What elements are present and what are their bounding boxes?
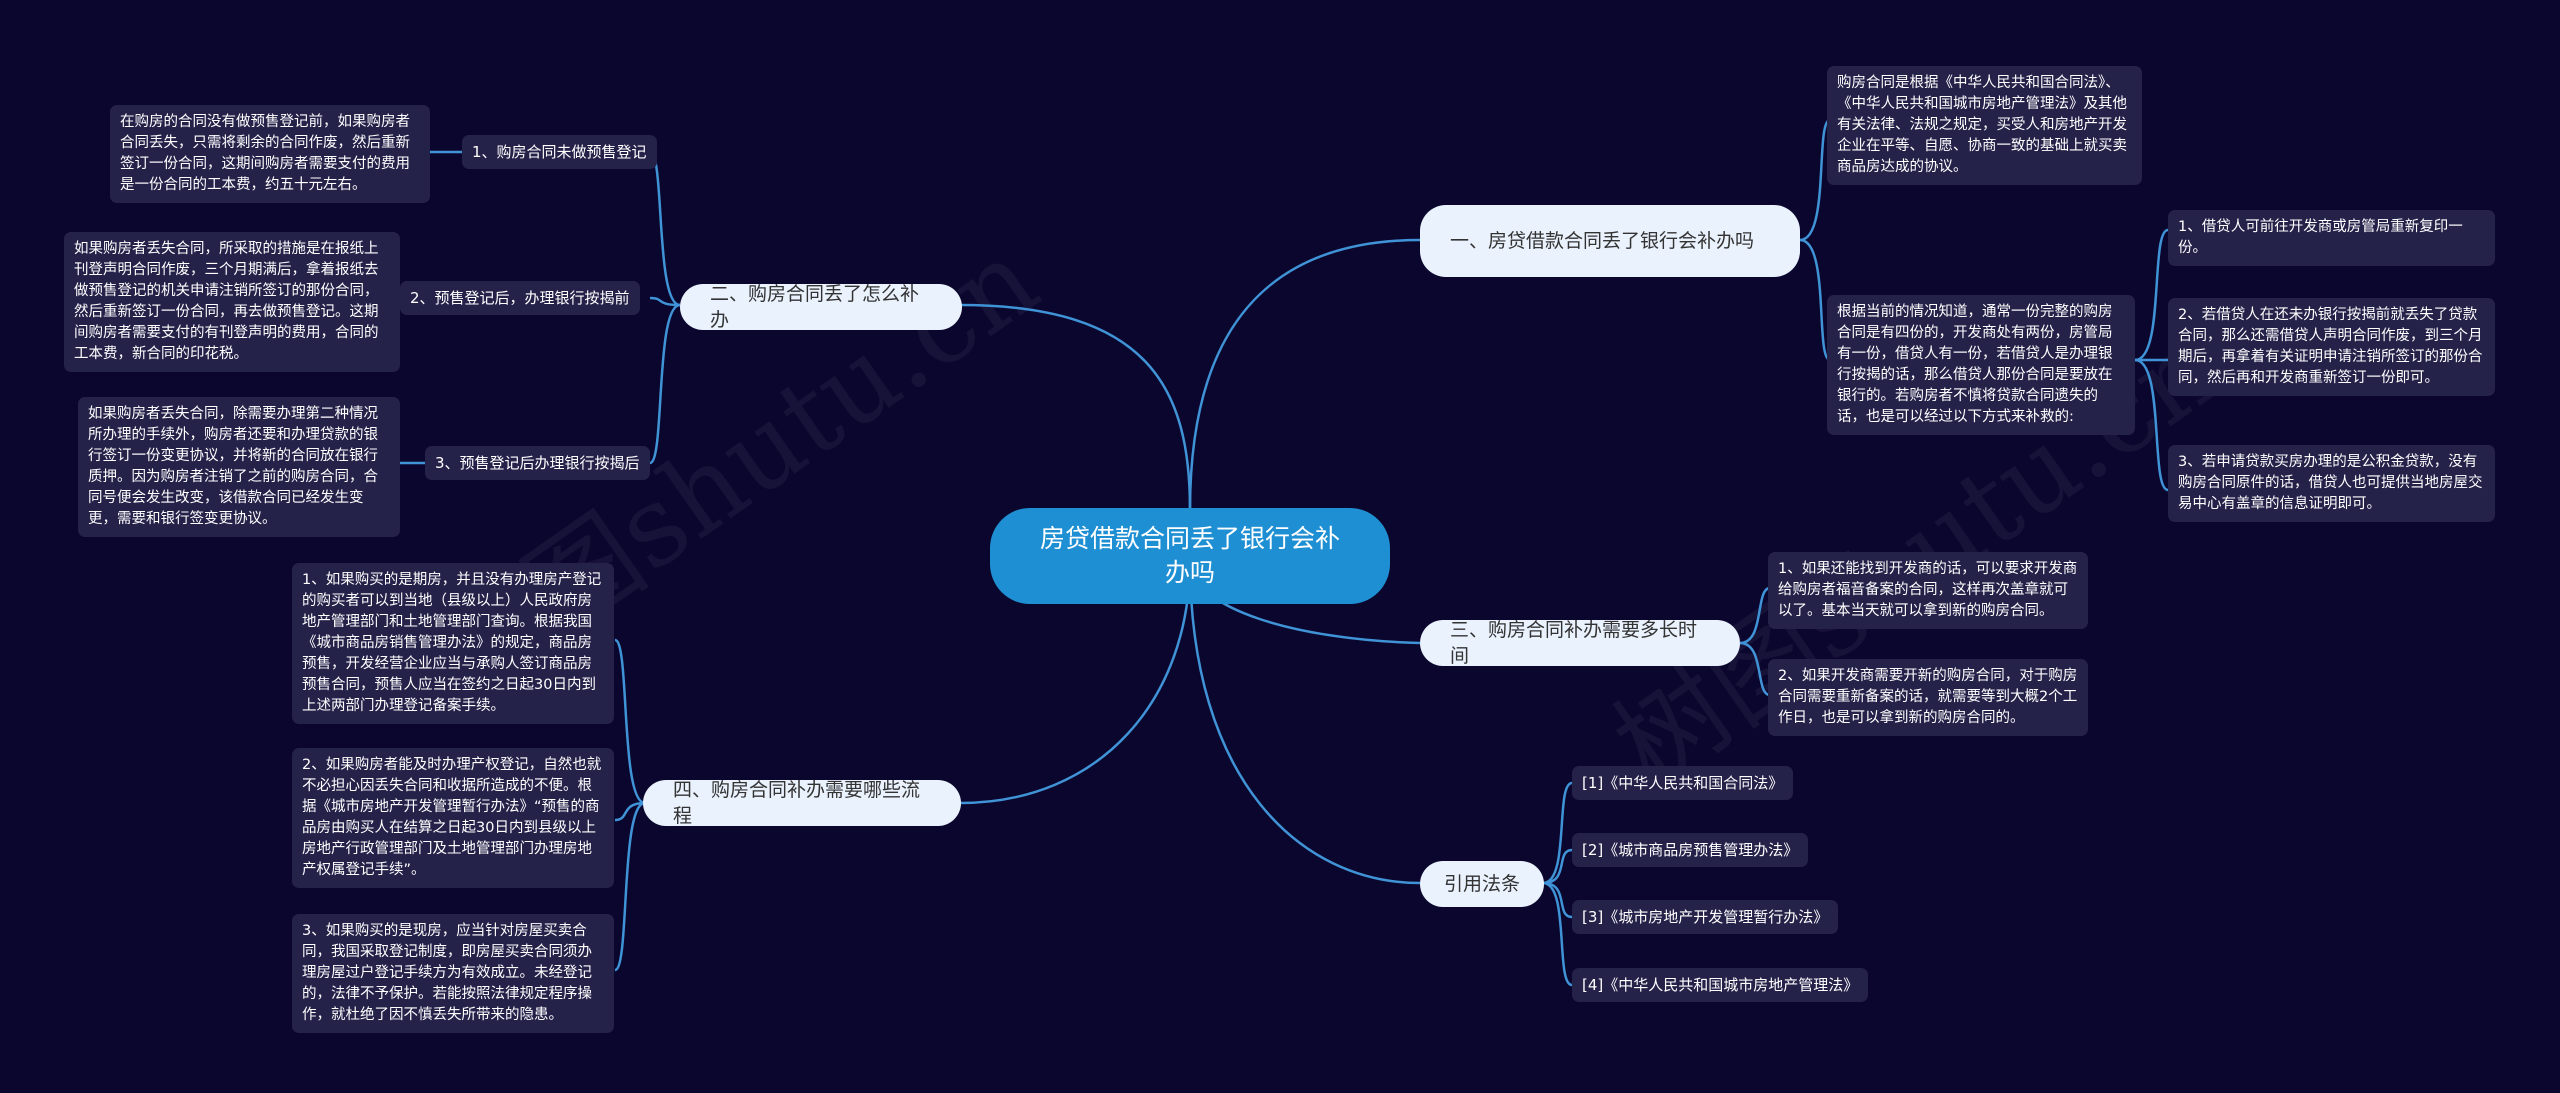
leaf-text: 购房合同是根据《中华人民共和国合同法》、《中华人民共和国城市房地产管理法》及其他…	[1837, 75, 2127, 175]
leaf-text: 2、如果购房者能及时办理产权登记，自然也就不必担心因丢失合同和收据所造成的不便。…	[302, 757, 602, 878]
branch-node-4[interactable]: 四、购房合同补办需要哪些流程	[643, 779, 961, 827]
citation-text: [1]《中华人民共和国合同法》	[1582, 774, 1784, 792]
citation-item[interactable]: [2]《城市商品房预售管理办法》	[1572, 833, 1809, 867]
sub-topic-label: 2、预售登记后，办理银行按揭前	[410, 289, 630, 307]
root-topic-label: 房贷借款合同丢了银行会补办吗	[1039, 524, 1340, 587]
leaf-text: 如果购房者丢失合同，除需要办理第二种情况所办理的手续外，购房者还要和办理贷款的银…	[88, 406, 378, 527]
leaf-text: 3、若申请贷款买房办理的是公积金贷款，没有购房合同原件的话，借贷人也可提供当地房…	[2178, 454, 2483, 512]
citation-item[interactable]: [3]《城市房地产开发管理暂行办法》	[1572, 900, 1839, 934]
leaf-text: 在购房的合同没有做预售登记前，如果购房者合同丢失，只需将剩余的合同作废，然后重新…	[120, 114, 410, 193]
branch-node-3[interactable]: 三、购房合同补办需要多长时间	[1420, 619, 1740, 667]
leaf-card[interactable]: 1、借贷人可前往开发商或房管局重新复印一份。	[2168, 210, 2495, 266]
leaf-card[interactable]: 3、如果购买的是现房，应当针对房屋买卖合同，我国采取登记制度，即房屋买卖合同须办…	[292, 914, 614, 1033]
branch-label: 三、购房合同补办需要多长时间	[1450, 619, 1698, 667]
leaf-card[interactable]: 如果购房者丢失合同，除需要办理第二种情况所办理的手续外，购房者还要和办理贷款的银…	[78, 397, 400, 537]
leaf-text: 1、如果还能找到开发商的话，可以要求开发商给购房者福音备案的合同，这样再次盖章就…	[1778, 561, 2078, 619]
leaf-card[interactable]: 3、若申请贷款买房办理的是公积金贷款，没有购房合同原件的话，借贷人也可提供当地房…	[2168, 445, 2495, 522]
leaf-card[interactable]: 如果购房者丢失合同，所采取的措施是在报纸上刊登声明合同作废，三个月期满后，拿着报…	[64, 232, 400, 372]
branch-node-2[interactable]: 二、购房合同丢了怎么补办	[680, 283, 962, 331]
leaf-card[interactable]: 在购房的合同没有做预售登记前，如果购房者合同丢失，只需将剩余的合同作废，然后重新…	[110, 105, 430, 203]
leaf-text: 3、如果购买的是现房，应当针对房屋买卖合同，我国采取登记制度，即房屋买卖合同须办…	[302, 923, 592, 1023]
citation-item[interactable]: [4]《中华人民共和国城市房地产管理法》	[1572, 968, 1869, 1002]
leaf-text: 2、如果开发商需要开新的购房合同，对于购房合同需要重新备案的话，就需要等到大概2…	[1778, 668, 2078, 726]
branch-node-citations[interactable]: 引用法条	[1420, 861, 1544, 907]
branch-label: 一、房贷借款合同丢了银行会补办吗	[1450, 230, 1755, 252]
leaf-card[interactable]: 2、如果开发商需要开新的购房合同，对于购房合同需要重新备案的话，就需要等到大概2…	[1768, 659, 2088, 736]
branch-label: 二、购房合同丢了怎么补办	[710, 283, 920, 331]
leaf-text: 1、如果购买的是期房，并且没有办理房产登记的购买者可以到当地（县级以上）人民政府…	[302, 572, 602, 714]
sub-topic[interactable]: 2、预售登记后，办理银行按揭前	[400, 281, 640, 315]
sub-topic-label: 3、预售登记后办理银行按揭后	[435, 454, 640, 472]
sub-topic[interactable]: 3、预售登记后办理银行按揭后	[425, 446, 650, 480]
citation-text: [2]《城市商品房预售管理办法》	[1582, 841, 1799, 859]
leaf-card[interactable]: 根据当前的情况知道，通常一份完整的购房合同是有四份的，开发商处有两份，房管局有一…	[1827, 295, 2135, 435]
citation-text: [3]《城市房地产开发管理暂行办法》	[1582, 908, 1829, 926]
leaf-card[interactable]: 购房合同是根据《中华人民共和国合同法》、《中华人民共和国城市房地产管理法》及其他…	[1827, 66, 2142, 185]
leaf-card[interactable]: 2、若借贷人在还未办银行按揭前就丢失了贷款合同，那么还需借贷人声明合同作废，到三…	[2168, 298, 2495, 396]
sub-topic[interactable]: 1、购房合同未做预售登记	[462, 135, 657, 169]
leaf-text: 1、借贷人可前往开发商或房管局重新复印一份。	[2178, 219, 2463, 256]
leaf-card[interactable]: 2、如果购房者能及时办理产权登记，自然也就不必担心因丢失合同和收据所造成的不便。…	[292, 748, 614, 888]
root-topic[interactable]: 房贷借款合同丢了银行会补办吗	[990, 508, 1390, 604]
leaf-text: 如果购房者丢失合同，所采取的措施是在报纸上刊登声明合同作废，三个月期满后，拿着报…	[74, 241, 379, 362]
leaf-card[interactable]: 1、如果还能找到开发商的话，可以要求开发商给购房者福音备案的合同，这样再次盖章就…	[1768, 552, 2088, 629]
branch-label: 引用法条	[1443, 873, 1520, 895]
citation-text: [4]《中华人民共和国城市房地产管理法》	[1582, 976, 1859, 994]
citation-item[interactable]: [1]《中华人民共和国合同法》	[1572, 766, 1794, 800]
branch-label: 四、购房合同补办需要哪些流程	[673, 779, 921, 827]
leaf-text: 2、若借贷人在还未办银行按揭前就丢失了贷款合同，那么还需借贷人声明合同作废，到三…	[2178, 307, 2483, 386]
branch-node-1[interactable]: 一、房贷借款合同丢了银行会补办吗	[1420, 205, 1800, 277]
leaf-card[interactable]: 1、如果购买的是期房，并且没有办理房产登记的购买者可以到当地（县级以上）人民政府…	[292, 563, 614, 724]
sub-topic-label: 1、购房合同未做预售登记	[472, 143, 647, 161]
leaf-text: 根据当前的情况知道，通常一份完整的购房合同是有四份的，开发商处有两份，房管局有一…	[1837, 304, 2113, 425]
